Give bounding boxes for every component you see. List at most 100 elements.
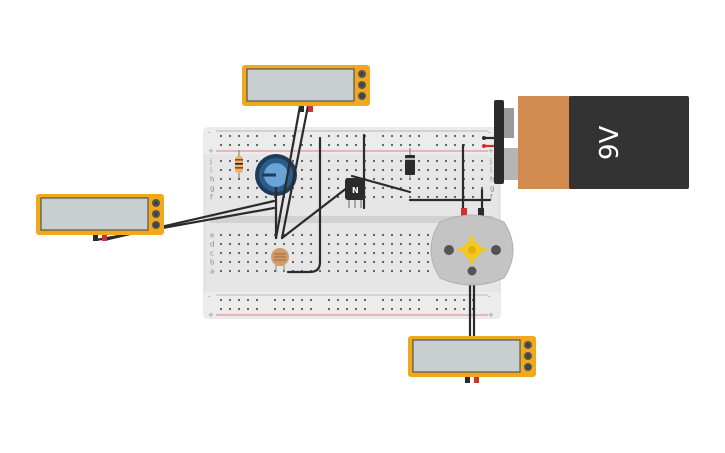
- breadboard-hole[interactable]: [246, 177, 250, 181]
- breadboard-hole[interactable]: [228, 269, 232, 273]
- breadboard-hole[interactable]: [246, 233, 250, 237]
- breadboard-hole[interactable]: [300, 168, 304, 172]
- breadboard-hole[interactable]: [381, 298, 385, 302]
- breadboard-hole[interactable]: [417, 168, 421, 172]
- breadboard-hole[interactable]: [480, 177, 484, 181]
- breadboard-hole[interactable]: [300, 298, 304, 302]
- breadboard-hole[interactable]: [399, 269, 403, 273]
- breadboard-hole[interactable]: [372, 177, 376, 181]
- breadboard-hole[interactable]: [435, 298, 439, 302]
- breadboard-hole[interactable]: [417, 251, 421, 255]
- breadboard-hole[interactable]: [363, 298, 367, 302]
- breadboard-hole[interactable]: [228, 260, 232, 264]
- breadboard-hole[interactable]: [435, 168, 439, 172]
- breadboard-hole[interactable]: [399, 242, 403, 246]
- breadboard-hole[interactable]: [309, 134, 313, 138]
- breadboard-hole[interactable]: [471, 143, 475, 147]
- breadboard-hole[interactable]: [471, 159, 475, 163]
- breadboard-hole[interactable]: [417, 143, 421, 147]
- breadboard-hole[interactable]: [408, 307, 412, 311]
- breadboard-hole[interactable]: [228, 186, 232, 190]
- breadboard-hole[interactable]: [417, 269, 421, 273]
- breadboard-hole[interactable]: [255, 195, 259, 199]
- breadboard-hole[interactable]: [246, 242, 250, 246]
- breadboard-hole[interactable]: [336, 186, 340, 190]
- breadboard-hole[interactable]: [417, 298, 421, 302]
- breadboard-hole[interactable]: [219, 269, 223, 273]
- breadboard-hole[interactable]: [219, 177, 223, 181]
- breadboard-hole[interactable]: [480, 186, 484, 190]
- breadboard-hole[interactable]: [228, 195, 232, 199]
- breadboard-hole[interactable]: [399, 177, 403, 181]
- breadboard-hole[interactable]: [408, 242, 412, 246]
- breadboard-hole[interactable]: [354, 242, 358, 246]
- breadboard-hole[interactable]: [309, 251, 313, 255]
- breadboard-hole[interactable]: [345, 298, 349, 302]
- multimeter-bottom[interactable]: A V Ω: [408, 336, 536, 383]
- breadboard-hole[interactable]: [246, 307, 250, 311]
- multimeter-top-btn-v[interactable]: V: [360, 83, 364, 89]
- breadboard-hole[interactable]: [237, 242, 241, 246]
- breadboard-hole[interactable]: [381, 168, 385, 172]
- breadboard-hole[interactable]: [417, 260, 421, 264]
- breadboard-hole[interactable]: [345, 260, 349, 264]
- breadboard-hole[interactable]: [444, 134, 448, 138]
- breadboard-hole[interactable]: [237, 134, 241, 138]
- breadboard-hole[interactable]: [417, 177, 421, 181]
- breadboard-hole[interactable]: [462, 134, 466, 138]
- breadboard-hole[interactable]: [282, 143, 286, 147]
- breadboard-hole[interactable]: [381, 307, 385, 311]
- breadboard-hole[interactable]: [453, 186, 457, 190]
- breadboard-hole[interactable]: [399, 298, 403, 302]
- breadboard-hole[interactable]: [462, 307, 466, 311]
- breadboard-hole[interactable]: [228, 251, 232, 255]
- breadboard-hole[interactable]: [291, 307, 295, 311]
- breadboard-hole[interactable]: [327, 298, 331, 302]
- breadboard-hole[interactable]: [336, 233, 340, 237]
- breadboard-hole[interactable]: [408, 143, 412, 147]
- breadboard-hole[interactable]: [336, 298, 340, 302]
- breadboard-hole[interactable]: [399, 307, 403, 311]
- breadboard-hole[interactable]: [327, 195, 331, 199]
- breadboard-hole[interactable]: [246, 168, 250, 172]
- breadboard-hole[interactable]: [264, 233, 268, 237]
- breadboard-hole[interactable]: [417, 159, 421, 163]
- breadboard-hole[interactable]: [300, 159, 304, 163]
- breadboard-hole[interactable]: [309, 195, 313, 199]
- breadboard-hole[interactable]: [444, 143, 448, 147]
- breadboard-hole[interactable]: [453, 134, 457, 138]
- breadboard-hole[interactable]: [219, 186, 223, 190]
- breadboard-hole[interactable]: [327, 186, 331, 190]
- breadboard-hole[interactable]: [327, 251, 331, 255]
- breadboard-hole[interactable]: [354, 168, 358, 172]
- breadboard-hole[interactable]: [255, 233, 259, 237]
- breadboard-hole[interactable]: [336, 168, 340, 172]
- breadboard-hole[interactable]: [336, 269, 340, 273]
- breadboard-hole[interactable]: [381, 269, 385, 273]
- breadboard-hole[interactable]: [399, 134, 403, 138]
- breadboard-hole[interactable]: [336, 159, 340, 163]
- breadboard-hole[interactable]: [246, 159, 250, 163]
- breadboard-hole[interactable]: [309, 233, 313, 237]
- breadboard-hole[interactable]: [291, 233, 295, 237]
- breadboard-hole[interactable]: [291, 260, 295, 264]
- breadboard-hole[interactable]: [372, 159, 376, 163]
- breadboard-hole[interactable]: [435, 186, 439, 190]
- breadboard-hole[interactable]: [354, 143, 358, 147]
- breadboard-hole[interactable]: [390, 168, 394, 172]
- breadboard-hole[interactable]: [345, 307, 349, 311]
- breadboard-hole[interactable]: [417, 233, 421, 237]
- breadboard-hole[interactable]: [282, 134, 286, 138]
- breadboard-hole[interactable]: [336, 177, 340, 181]
- breadboard-hole[interactable]: [327, 233, 331, 237]
- breadboard-hole[interactable]: [354, 298, 358, 302]
- multimeter-left-btn-v[interactable]: V: [154, 212, 158, 218]
- breadboard-hole[interactable]: [345, 143, 349, 147]
- breadboard-hole[interactable]: [264, 251, 268, 255]
- breadboard-hole[interactable]: [435, 195, 439, 199]
- battery-9v[interactable]: 9V: [494, 96, 689, 189]
- breadboard-hole[interactable]: [426, 177, 430, 181]
- breadboard-hole[interactable]: [237, 186, 241, 190]
- breadboard-hole[interactable]: [273, 298, 277, 302]
- breadboard-hole[interactable]: [453, 177, 457, 181]
